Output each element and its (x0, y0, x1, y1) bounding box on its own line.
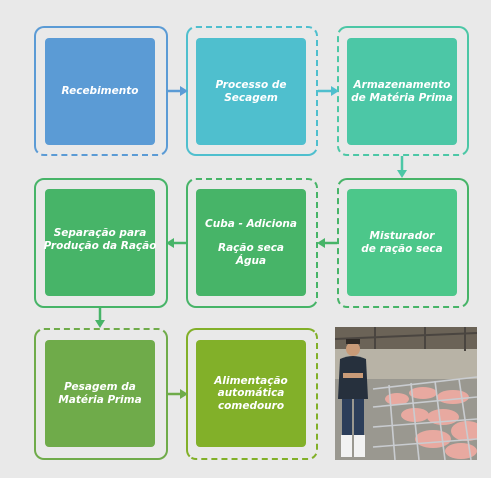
arrow-separacao-to-pesagem (95, 308, 105, 328)
step-separacao: Separação para Produção da Ração (43, 189, 157, 296)
frame-recebimento (34, 26, 168, 156)
step-processo-secagem-line-1: Processo de (215, 78, 287, 91)
step-pesagem-line-1: Pesagem da (64, 380, 136, 393)
step-processo-secagem-line-2: Secagem (224, 91, 278, 104)
step-misturador: Misturador de ração seca (347, 189, 457, 296)
step-pesagem-line-2: Matéria Prima (58, 393, 142, 406)
arrow-pesagem-to-alimentacao (168, 389, 188, 399)
step-processo-secagem: Processo de Secagem (196, 38, 306, 145)
step-recebimento-line-1: Recebimento (61, 85, 139, 98)
step-misturador-line-2: de ração seca (361, 242, 443, 255)
step-cuba-line-4: Água (235, 254, 267, 267)
step-pesagem: Pesagem da Matéria Prima (45, 340, 155, 447)
step-cuba: Cuba - Adiciona Ração seca Água (196, 189, 306, 296)
step-cuba-line-3: Ração seca (217, 242, 285, 255)
frame-misturador (337, 178, 469, 308)
step-alimentacao-line-1: Alimentação (214, 374, 288, 387)
step-misturador-line-1: Misturador (369, 229, 435, 242)
step-armazenamento-line-2: de Matéria Prima (351, 91, 453, 104)
step-separacao-line-1: Separação para (53, 227, 147, 239)
arrow-recebimento-to-secagem (168, 86, 188, 96)
arrow-secagem-to-armazenamento (318, 86, 339, 96)
step-recebimento: Recebimento (45, 38, 155, 145)
arrow-cuba-to-separacao (166, 238, 186, 248)
step-alimentacao-line-3: comedouro (217, 399, 285, 412)
photo-farmer-pig-barn (335, 327, 477, 460)
frame-pesagem (34, 328, 168, 460)
arrow-misturador-to-cuba (317, 238, 337, 248)
step-armazenamento: Armazenamento de Matéria Prima (347, 38, 457, 145)
step-alimentacao: Alimentação automática comedouro (196, 340, 306, 447)
step-armazenamento-line-1: Armazenamento (353, 78, 451, 91)
step-separacao-line-2: Produção da Ração (43, 239, 157, 252)
step-alimentacao-line-2: automática (217, 387, 285, 400)
step-cuba-line-1: Cuba - Adiciona (205, 217, 297, 230)
photo-farmer-pig-barn-illustration (335, 327, 477, 460)
arrow-armazenamento-to-misturador (397, 156, 407, 178)
